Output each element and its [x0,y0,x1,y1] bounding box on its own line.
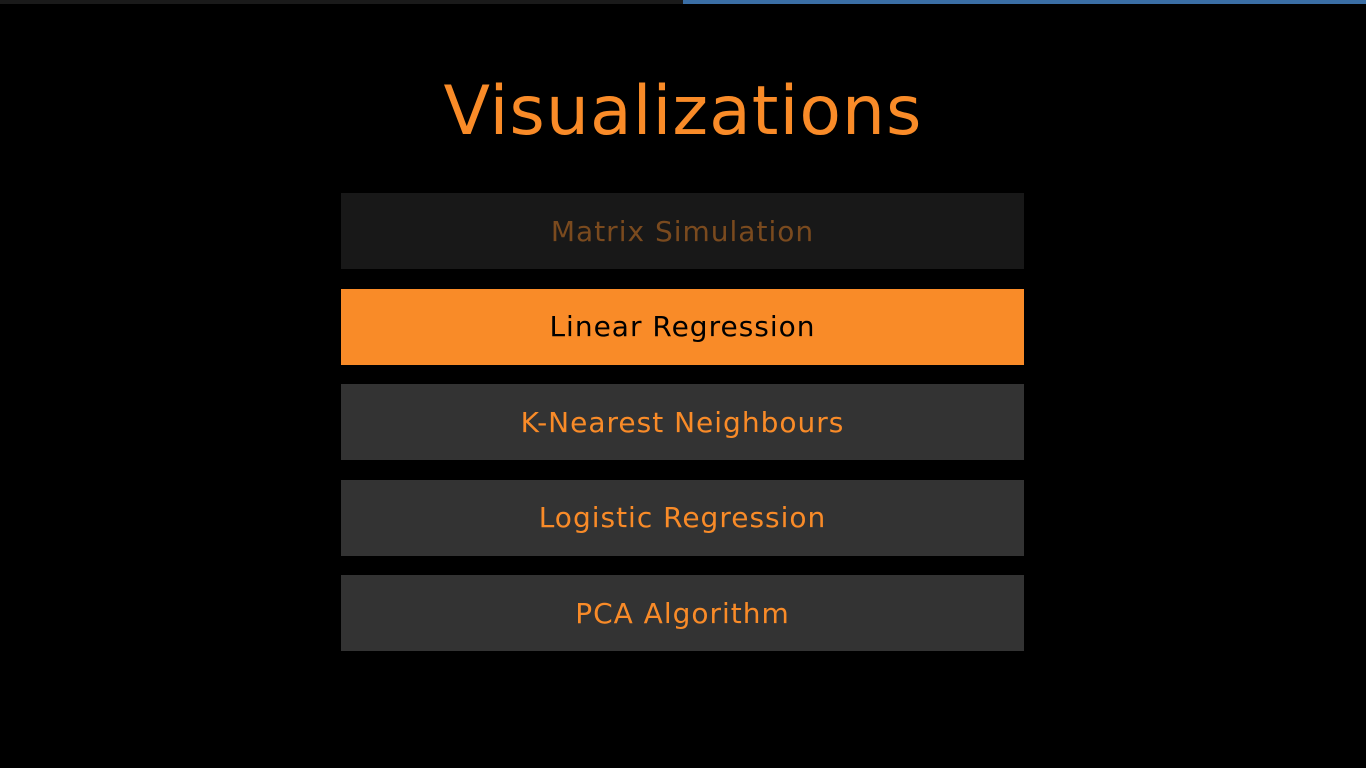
menu-item-pca-algorithm[interactable]: PCA Algorithm [341,575,1024,651]
visualization-menu: Matrix Simulation Linear Regression K-Ne… [341,193,1024,671]
menu-item-k-nearest-neighbours[interactable]: K-Nearest Neighbours [341,384,1024,460]
top-progress-bar [0,0,1366,4]
top-progress-accent [683,0,1366,4]
menu-item-logistic-regression[interactable]: Logistic Regression [341,479,1024,556]
page-title: Visualizations [443,72,923,151]
menu-item-linear-regression[interactable]: Linear Regression [341,288,1024,365]
menu-item-matrix-simulation[interactable]: Matrix Simulation [341,193,1024,269]
